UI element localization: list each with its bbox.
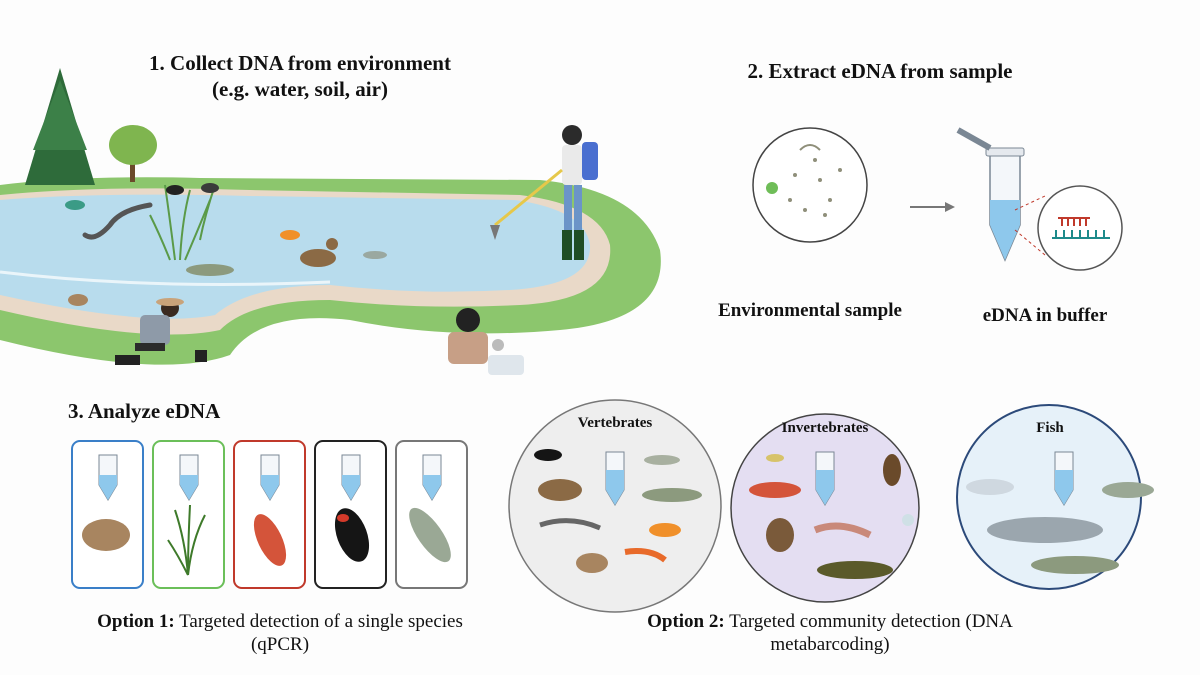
fish-circle <box>956 404 1154 590</box>
frog-icon <box>82 519 130 551</box>
option2-lead: Option 2: <box>647 611 725 632</box>
step3-title: 3. Analyze eDNA <box>68 399 221 423</box>
red-winged-blackbird-icon <box>334 508 370 562</box>
step1-title-line1: 1. Collect DNA from environment <box>149 51 451 75</box>
field-worker-with-sampler-icon <box>490 125 598 260</box>
air-sampler-icon <box>448 308 524 375</box>
option1-caption: Option 1: Targeted detection of a single… <box>30 610 530 656</box>
option1-text-line2: (qPCR) <box>250 634 310 655</box>
fish-label: Fish <box>1036 420 1064 436</box>
environmental-sample-label: Environmental sample <box>718 300 902 321</box>
round-tree-icon <box>109 125 157 182</box>
frog-shore-icon <box>68 294 88 306</box>
dna-zoom-circle-icon <box>1037 185 1123 271</box>
vertebrates-circle <box>508 399 722 613</box>
species-box-bird <box>314 440 387 589</box>
soil-collector-icon <box>115 298 207 365</box>
option1-text: Targeted detection of a single species <box>174 611 463 632</box>
vertebrates-label: Vertebrates <box>577 415 653 431</box>
step1-title-line2: (e.g. water, soil, air) <box>212 77 388 101</box>
goldfish-icon <box>280 230 300 240</box>
snake-icon <box>82 202 153 240</box>
option1-lead: Option 1: <box>97 611 175 632</box>
species-box-frog <box>71 440 144 589</box>
option2-text-line2: metabarcoding) <box>770 634 890 655</box>
species-box-crayfish <box>233 440 306 589</box>
environmental-sample-dish-icon <box>752 127 868 243</box>
option2-caption: Option 2: Targeted community detection (… <box>590 610 1070 656</box>
edna-tube-icon <box>956 127 1025 262</box>
invertebrates-label: Invertebrates <box>781 420 869 436</box>
edna-in-buffer-label: eDNA in buffer <box>982 305 1108 326</box>
duck-icon <box>300 238 338 267</box>
step1-title: 1. Collect DNA from environment (e.g. wa… <box>90 50 510 102</box>
step2-title: 2. Extract eDNA from sample <box>747 59 1013 83</box>
crayfish-icon <box>253 514 287 566</box>
pine-tree-icon <box>25 68 95 185</box>
pond-water <box>0 194 591 319</box>
reeds-icon <box>149 184 216 261</box>
invertebrates-circle <box>730 413 920 603</box>
plant-icon <box>167 504 206 576</box>
stickleback-icon <box>409 507 451 563</box>
species-box-plant <box>152 440 225 589</box>
trout-icon <box>186 264 234 276</box>
species-box-fish <box>395 440 468 589</box>
small-fish-icon <box>363 251 387 259</box>
option2-text: Targeted community detection (DNA <box>724 611 1013 632</box>
